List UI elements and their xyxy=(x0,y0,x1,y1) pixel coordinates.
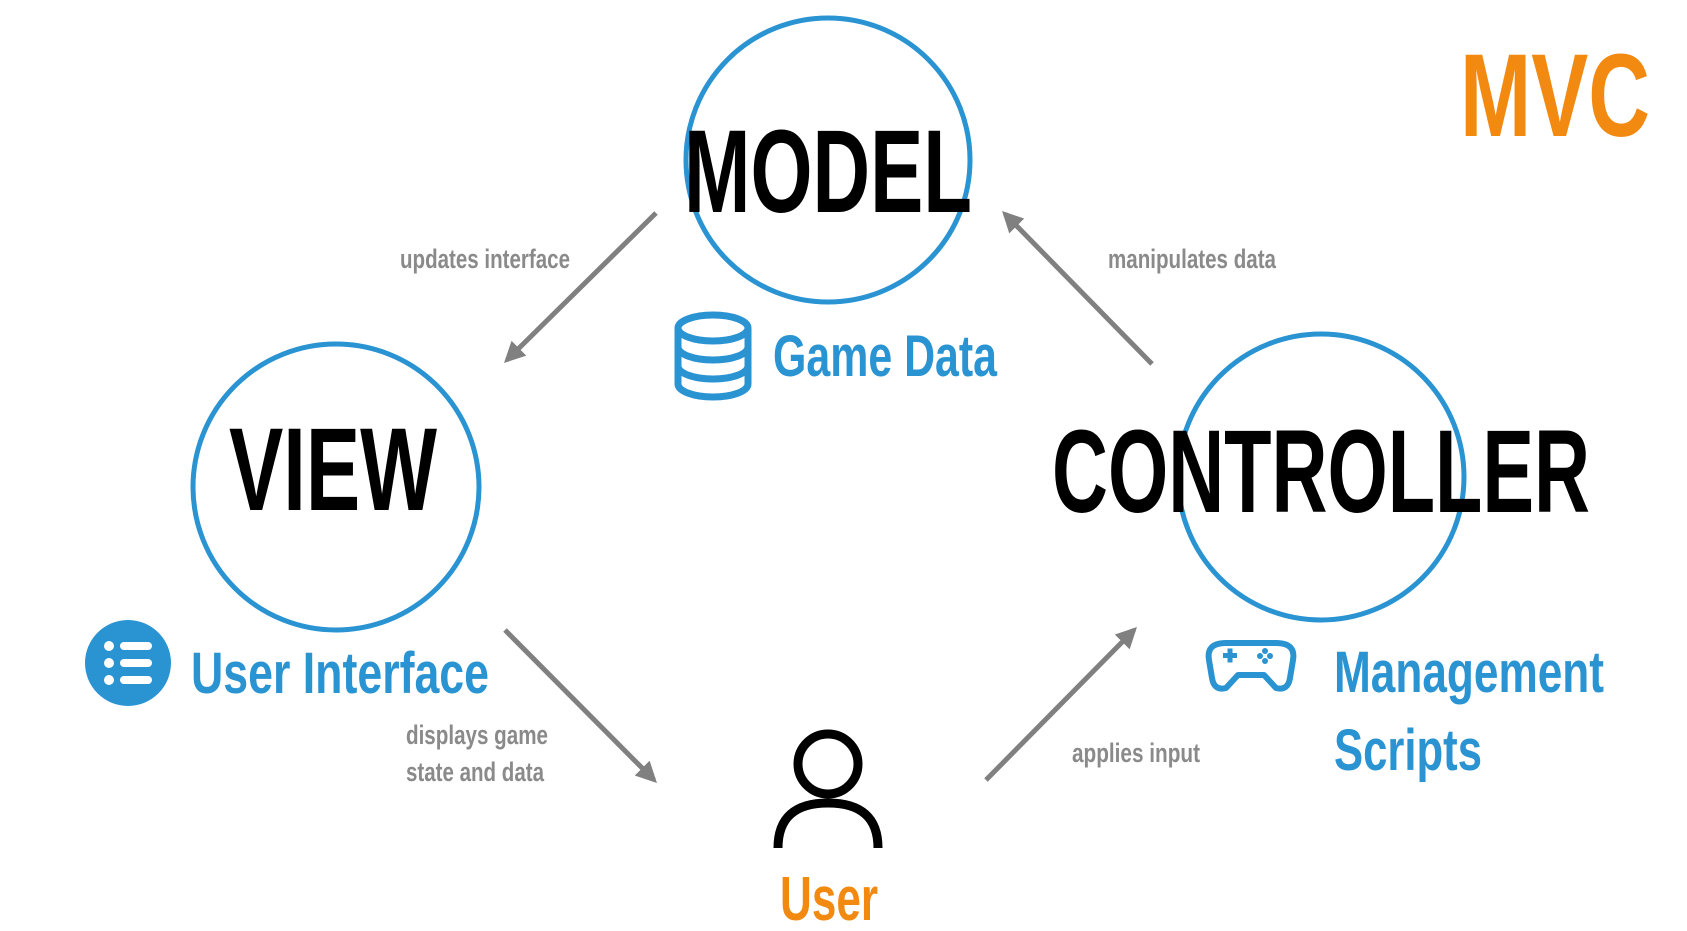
list-icon xyxy=(85,620,171,706)
model-circle xyxy=(683,15,973,305)
model-sublabel: Game Data xyxy=(773,324,998,389)
gamepad-icon xyxy=(1205,640,1297,692)
controller-sublabel-line2: Scripts xyxy=(1334,718,1482,783)
model-node: MODEL xyxy=(683,15,973,305)
arrow-view-to-user xyxy=(503,628,657,783)
diagram-title: MVC xyxy=(1460,30,1650,162)
edge-label-state-and-data: state and data xyxy=(406,757,545,787)
controller-node: CONTROLLER xyxy=(1052,331,1590,623)
edge-label-manipulates-data: manipulates data xyxy=(1108,244,1277,274)
model-label: MODEL xyxy=(684,106,972,238)
view-label: VIEW xyxy=(229,404,437,536)
controller-circle xyxy=(1175,331,1467,623)
view-node: VIEW xyxy=(190,341,482,633)
controller-label: CONTROLLER xyxy=(1052,406,1590,538)
controller-sublabel-line1: Management xyxy=(1334,640,1604,705)
view-sublabel: User Interface xyxy=(191,641,489,706)
arrow-controller-to-model xyxy=(1002,211,1154,366)
database-icon xyxy=(674,311,752,401)
edge-label-displays-game: displays game xyxy=(406,720,548,750)
user-label: User xyxy=(780,865,878,931)
edge-label-applies-input: applies input xyxy=(1072,738,1200,768)
user-icon xyxy=(773,729,883,849)
arrow-model-to-view xyxy=(504,211,658,363)
edge-label-updates-interface: updates interface xyxy=(400,244,570,274)
arrow-user-to-controller xyxy=(984,627,1137,782)
view-circle xyxy=(190,341,482,633)
